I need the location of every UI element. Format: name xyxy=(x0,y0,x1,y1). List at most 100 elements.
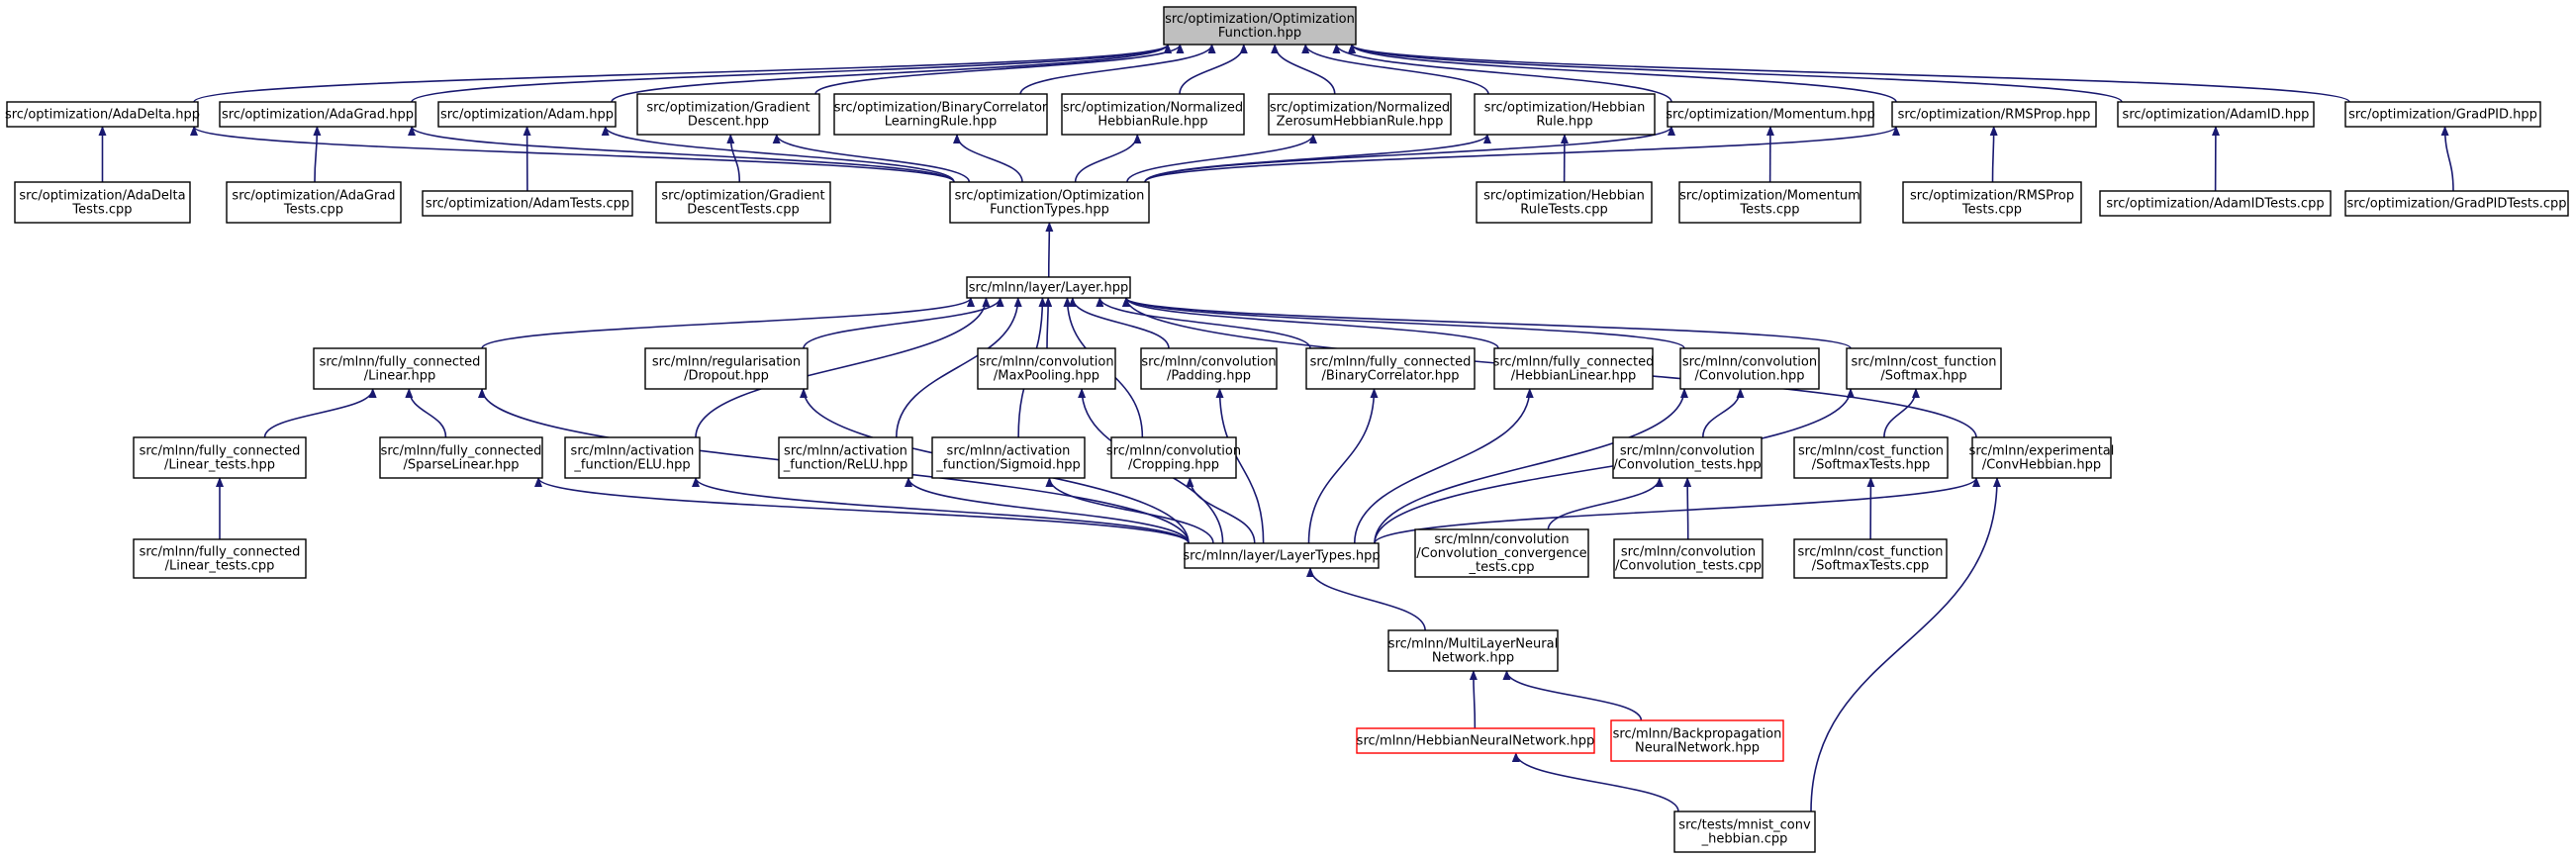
node-box xyxy=(564,436,701,479)
node-bincorr[interactable]: src/optimization/BinaryCorrelatorLearnin… xyxy=(833,93,1048,136)
node-momentum[interactable]: src/optimization/Momentum.hpp xyxy=(1666,101,1875,128)
node-label: src/mlnn/cost_function xyxy=(1851,355,1996,370)
edge-opttypes-to-adagrad xyxy=(408,126,955,183)
node-label: /Linear_tests.hpp xyxy=(164,458,275,473)
node-graddesc_t[interactable]: src/optimization/GradientDescentTests.cp… xyxy=(655,181,831,224)
node-label: src/mlnn/convolution xyxy=(1434,532,1569,547)
node-hebrule[interactable]: src/optimization/HebbianRule.hpp xyxy=(1474,93,1656,136)
node-cropping[interactable]: src/mlnn/convolution/Cropping.hpp xyxy=(1106,436,1241,479)
node-label: Function.hpp xyxy=(1218,26,1301,41)
node-box xyxy=(931,436,1086,479)
node-label: /Convolution_tests.hpp xyxy=(1613,458,1761,473)
edge-conv_conv-to-conv_tests_h xyxy=(1547,477,1664,530)
node-root[interactable]: src/optimization/OptimizationFunction.hp… xyxy=(1163,6,1357,46)
node-rmsprop[interactable]: src/optimization/RMSProp.hpp xyxy=(1891,101,2097,128)
node-conv[interactable]: src/mlnn/convolution/Convolution.hpp xyxy=(1679,347,1820,390)
edge-gradpid_t-to-gradpid xyxy=(2440,126,2454,192)
node-adagrad[interactable]: src/optimization/AdaGrad.hpp xyxy=(219,101,417,128)
node-label: HebbianRule.hpp xyxy=(1097,115,1207,130)
node-box xyxy=(1679,347,1820,390)
node-conv_tests_h[interactable]: src/mlnn/convolution/Convolution_tests.h… xyxy=(1612,436,1763,479)
node-lin_tests_h[interactable]: src/mlnn/fully_connected/Linear_tests.hp… xyxy=(133,436,307,479)
node-padding[interactable]: src/mlnn/convolution/Padding.hpp xyxy=(1140,347,1278,390)
node-label: src/optimization/Optimization xyxy=(955,189,1145,204)
edge-opttypes-to-normheb xyxy=(1074,134,1142,183)
node-bincorrfc[interactable]: src/mlnn/fully_connected/BinaryCorrelato… xyxy=(1305,347,1476,390)
node-gradpid_t[interactable]: src/optimization/GradPIDTests.cpp xyxy=(2344,190,2569,217)
node-label: src/mlnn/activation xyxy=(784,444,907,459)
node-box xyxy=(133,538,307,579)
node-sparse[interactable]: src/mlnn/fully_connected/SparseLinear.hp… xyxy=(379,436,543,479)
node-box xyxy=(1414,528,1589,578)
node-conv_conv[interactable]: src/mlnn/convolution/Convolution_converg… xyxy=(1414,528,1589,578)
node-lin_tests_c[interactable]: src/mlnn/fully_connected/Linear_tests.cp… xyxy=(133,538,307,579)
node-box xyxy=(379,436,543,479)
edge-opttypes-to-graddesc xyxy=(772,134,971,183)
edge-bincorr-to-root xyxy=(1019,44,1216,95)
edge-conv_tests_c-to-conv_tests_h xyxy=(1683,477,1692,540)
node-convheb[interactable]: src/mlnn/experimental/ConvHebbian.hpp xyxy=(1969,436,2115,479)
node-opttypes[interactable]: src/optimization/OptimizationFunctionTyp… xyxy=(949,181,1150,224)
node-gradpid[interactable]: src/optimization/GradPID.hpp xyxy=(2344,101,2541,128)
node-box xyxy=(949,181,1150,224)
node-label: src/mlnn/fully_connected xyxy=(1310,355,1472,370)
node-backprop[interactable]: src/mlnn/BackpropagationNeuralNetwork.hp… xyxy=(1610,719,1784,762)
edge-graddesc_t-to-graddesc xyxy=(726,134,741,183)
edge-opttypes-to-rmsprop xyxy=(1144,126,1900,183)
node-softmax_tests_c[interactable]: src/mlnn/cost_function/SoftmaxTests.cpp xyxy=(1793,538,1948,579)
node-label: _tests.cpp xyxy=(1468,560,1534,575)
edge-momentum-to-root xyxy=(1332,44,1672,103)
node-linear[interactable]: src/mlnn/fully_connected/Linear.hpp xyxy=(313,347,487,390)
edge-opttypes-to-momentum xyxy=(1144,126,1675,183)
node-label: src/optimization/GradPIDTests.cpp xyxy=(2346,197,2566,212)
node-softmax[interactable]: src/mlnn/cost_function/Softmax.hpp xyxy=(1846,347,2002,390)
node-sigmoid[interactable]: src/mlnn/activation_function/Sigmoid.hpp xyxy=(931,436,1086,479)
node-adam[interactable]: src/optimization/Adam.hpp xyxy=(437,101,617,128)
node-conv_tests_c[interactable]: src/mlnn/convolution/Convolution_tests.c… xyxy=(1613,538,1764,579)
edge-padding-to-layer xyxy=(1068,297,1170,349)
node-layertypes[interactable]: src/mlnn/layer/LayerTypes.hpp xyxy=(1183,542,1381,569)
node-mnist[interactable]: src/tests/mnist_conv_hebbian.cpp xyxy=(1673,810,1816,853)
node-label: ZerosumHebbianRule.hpp xyxy=(1277,115,1444,130)
node-hebnn[interactable]: src/mlnn/HebbianNeuralNetwork.hpp xyxy=(1356,727,1595,754)
edge-normheb-to-root xyxy=(1179,44,1248,95)
edge-adagrad-to-root xyxy=(411,44,1172,103)
node-label: /Cropping.hpp xyxy=(1128,458,1219,473)
node-heblinear[interactable]: src/mlnn/fully_connected/HebbianLinear.h… xyxy=(1493,347,1655,390)
node-relu[interactable]: src/mlnn/activation_function/ReLU.hpp xyxy=(778,436,913,479)
node-label: DescentTests.cpp xyxy=(687,203,799,218)
node-maxpool[interactable]: src/mlnn/convolution/MaxPooling.hpp xyxy=(977,347,1116,390)
node-dropout[interactable]: src/mlnn/regularisation/Dropout.hpp xyxy=(644,347,809,390)
edge-hebrule-to-root xyxy=(1301,44,1489,95)
node-elu[interactable]: src/mlnn/activation_function/ELU.hpp xyxy=(564,436,701,479)
edge-linear-to-layer xyxy=(481,297,975,349)
node-layer[interactable]: src/mlnn/layer/Layer.hpp xyxy=(966,276,1131,299)
node-adadelta[interactable]: src/optimization/AdaDelta.hpp xyxy=(5,101,200,128)
node-label: /Dropout.hpp xyxy=(684,369,769,384)
node-label: src/optimization/Gradient xyxy=(646,101,810,116)
node-label: src/optimization/BinaryCorrelator xyxy=(834,101,1048,116)
node-box xyxy=(6,101,199,128)
node-adam_t[interactable]: src/optimization/AdamTests.cpp xyxy=(422,190,633,217)
node-normzero[interactable]: src/optimization/NormalizedZerosumHebbia… xyxy=(1268,93,1452,136)
node-label: src/mlnn/HebbianNeuralNetwork.hpp xyxy=(1357,734,1595,749)
node-adamid[interactable]: src/optimization/AdamID.hpp xyxy=(2117,101,2315,128)
node-adamid_t[interactable]: src/optimization/AdamIDTests.cpp xyxy=(2099,190,2332,217)
node-box xyxy=(1061,93,1245,136)
node-label: /SparseLinear.hpp xyxy=(403,458,519,473)
node-normheb[interactable]: src/optimization/NormalizedHebbianRule.h… xyxy=(1061,93,1245,136)
edge-mlnn-to-layertypes xyxy=(1306,567,1426,631)
node-box xyxy=(644,347,809,390)
node-label: src/mlnn/convolution xyxy=(1682,355,1817,370)
node-softmax_tests_h[interactable]: src/mlnn/cost_function/SoftmaxTests.hpp xyxy=(1793,436,1949,479)
node-label: /SoftmaxTests.hpp xyxy=(1812,458,1931,473)
node-box xyxy=(1846,347,2002,390)
